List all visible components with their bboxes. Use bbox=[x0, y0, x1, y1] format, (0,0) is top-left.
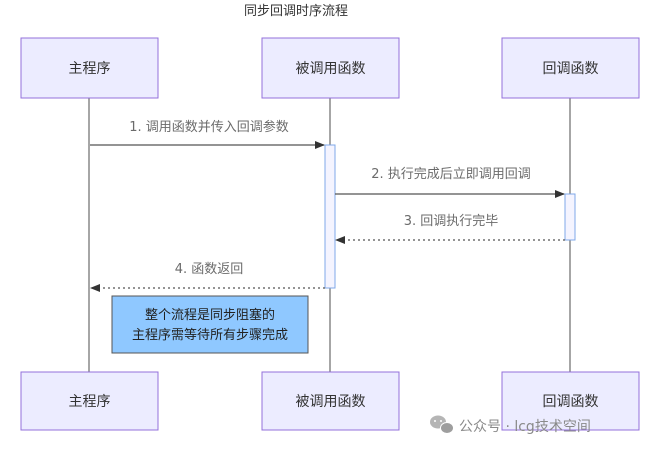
actor-callback-top-label: 回调函数 bbox=[543, 61, 599, 77]
message-4-label: 4. 函数返回 bbox=[175, 262, 244, 277]
activation-callback bbox=[564, 193, 576, 241]
diagram-title: 同步回调时序流程 bbox=[244, 4, 348, 19]
actor-callee-bottom-label: 被调用函数 bbox=[296, 394, 366, 410]
actor-callee-top-label: 被调用函数 bbox=[296, 61, 366, 77]
actor-callee-top bbox=[261, 37, 400, 99]
actor-main-bottom bbox=[20, 371, 159, 431]
actor-main-top-label: 主程序 bbox=[69, 61, 111, 77]
actor-callback-bottom bbox=[501, 371, 640, 431]
actor-main-top bbox=[20, 37, 159, 99]
note-line-2: 主程序需等待所有步骤完成 bbox=[132, 327, 288, 343]
actor-main-bottom-label: 主程序 bbox=[69, 394, 111, 410]
actor-callback-top bbox=[501, 37, 640, 99]
wechat-icon bbox=[430, 415, 454, 434]
note-box bbox=[111, 295, 309, 354]
actor-callee-bottom bbox=[261, 371, 400, 431]
message-3-label: 3. 回调执行完毕 bbox=[404, 214, 499, 229]
message-2-label: 2. 执行完成后立即调用回调 bbox=[371, 167, 531, 182]
message-1-label: 1. 调用函数并传入回调参数 bbox=[129, 119, 289, 135]
actor-callback-bottom-label: 回调函数 bbox=[543, 394, 599, 410]
watermark-text: 公众号 · lcg技术空间 bbox=[459, 419, 591, 435]
activation-callee bbox=[324, 144, 336, 289]
note-line-1: 整个流程是同步阻塞的 bbox=[145, 307, 275, 323]
